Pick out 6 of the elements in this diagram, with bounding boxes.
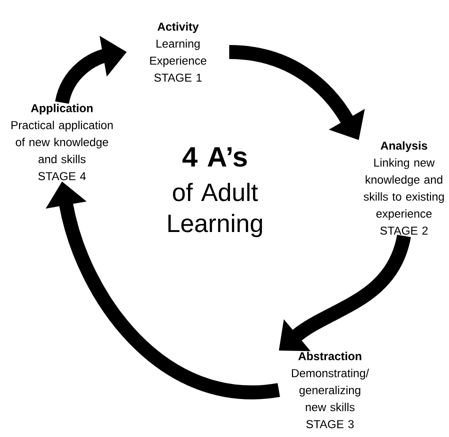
heading-text: of Adult Learning xyxy=(168,182,262,238)
heading-text: 4 A’s xyxy=(182,147,247,167)
stage-text: Application Practical application of new knowledge and skills STAGE 4 xyxy=(11,104,113,180)
stage-text: Analysis Linking new knowledge and skills to existing experience STAGE 2 xyxy=(364,141,444,235)
stage-text: Abstraction Demonstrating/ generalizing new skills STAGE 3 xyxy=(292,352,369,428)
stage-text: Activity Learning Experience STAGE 1 xyxy=(150,22,206,82)
